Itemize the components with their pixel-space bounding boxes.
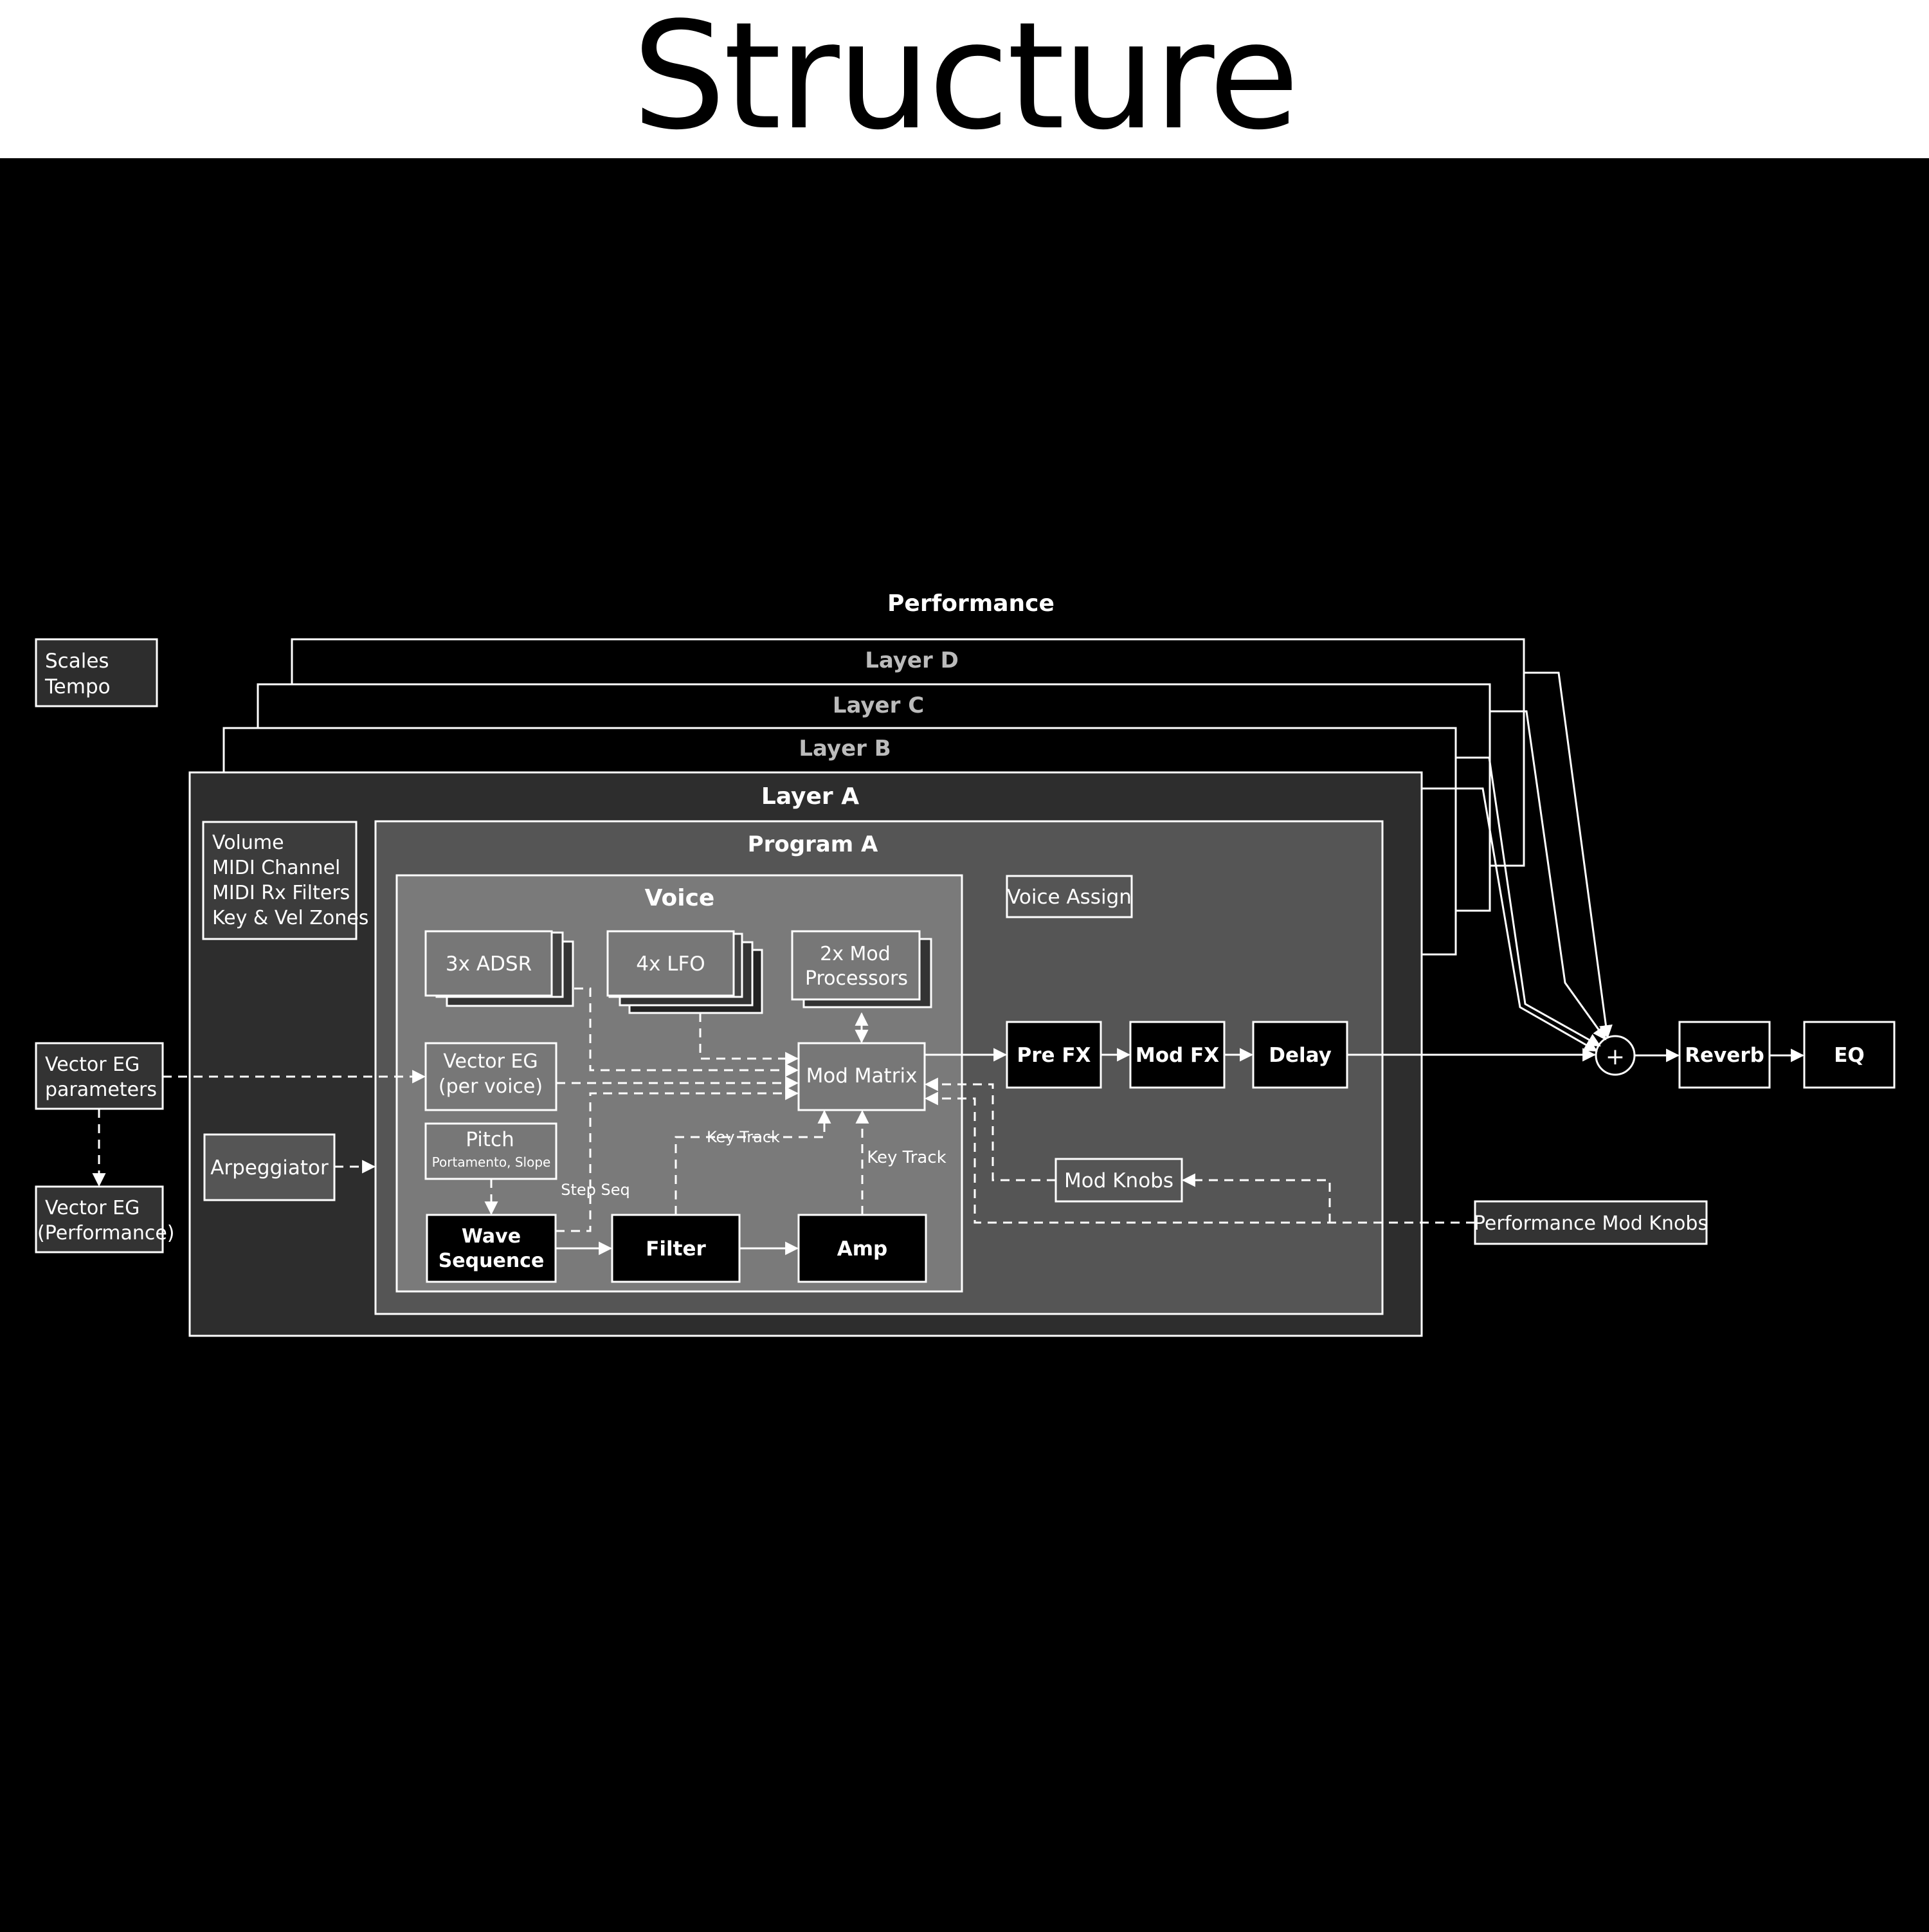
filter-label: Filter xyxy=(646,1237,706,1261)
pitch-sub-label: Portamento, Slope xyxy=(432,1154,551,1170)
line-layer-c-to-sum xyxy=(1490,710,1607,1041)
adsr-stack: 3x ADSR xyxy=(424,930,574,1007)
midi-channel-label: MIDI Channel xyxy=(212,857,340,879)
scales-label: Scales xyxy=(45,650,109,673)
arpeggiator-label: Arpeggiator xyxy=(210,1156,329,1180)
mod-processors-stack: 2x Mod Processors xyxy=(791,930,932,1008)
delay-box: Delay xyxy=(1252,1021,1348,1089)
amp-label: Amp xyxy=(837,1237,887,1261)
amp-box: Amp xyxy=(797,1214,927,1283)
pre-fx-label: Pre FX xyxy=(1017,1044,1091,1067)
vector-eg-perf-line2: (Performance) xyxy=(37,1222,175,1244)
sum-label: + xyxy=(1606,1044,1625,1070)
performance-label: Performance xyxy=(887,590,1055,617)
layer-params-box: Volume MIDI Channel MIDI Rx Filters Key … xyxy=(202,821,368,940)
tempo-label: Tempo xyxy=(44,675,111,698)
delay-label: Delay xyxy=(1269,1044,1332,1067)
vector-eg-params-line1: Vector EG xyxy=(45,1053,140,1076)
mod-processors-line1: 2x Mod xyxy=(820,943,891,965)
filter-box: Filter xyxy=(611,1214,741,1283)
vector-eg-voice-line1: Vector EG xyxy=(443,1050,538,1073)
voice-assign-box: Voice Assign xyxy=(1006,875,1133,918)
perf-mod-knobs-box: Performance Mod Knobs xyxy=(1474,1200,1708,1245)
lfo-stack: 4x LFO xyxy=(606,930,763,1014)
wave-sequence-line2: Sequence xyxy=(439,1250,545,1272)
structure-diagram: Performance Scales Tempo Layer D Layer C… xyxy=(35,590,1896,1337)
diagram-canvas: Performance Scales Tempo Layer D Layer C… xyxy=(0,158,1929,1929)
arrow-perfknobs-to-modknobs xyxy=(1181,1173,1331,1223)
line-layer-b-to-sum xyxy=(1456,756,1601,1047)
pitch-label: Pitch xyxy=(466,1128,514,1151)
pitch-box: Pitch Portamento, Slope xyxy=(424,1122,557,1180)
scales-tempo-box: Scales Tempo xyxy=(35,638,158,707)
mod-knobs-box: Mod Knobs xyxy=(1055,1158,1183,1203)
vector-eg-perf-box: Vector EG (Performance) xyxy=(35,1185,175,1253)
reverb-label: Reverb xyxy=(1685,1044,1764,1067)
voice-label: Voice xyxy=(645,885,715,911)
pre-fx-box: Pre FX xyxy=(1006,1021,1102,1089)
eq-box: EQ xyxy=(1803,1021,1896,1089)
mod-matrix-label: Mod Matrix xyxy=(806,1064,918,1088)
adsr-label: 3x ADSR xyxy=(446,952,532,976)
line-layer-a-to-sum xyxy=(1422,787,1598,1052)
page-title: Structure xyxy=(632,0,1300,163)
layer-a-label: Layer A xyxy=(761,783,859,810)
vector-eg-params-line2: parameters xyxy=(45,1079,157,1101)
sum-node: + xyxy=(1595,1035,1636,1076)
reverb-box: Reverb xyxy=(1678,1021,1771,1089)
volume-label: Volume xyxy=(212,832,284,854)
key-vel-zones-label: Key & Vel Zones xyxy=(212,907,368,929)
arrow-filter-keytrack xyxy=(675,1109,831,1215)
mod-processors-line2: Processors xyxy=(805,967,908,990)
dashed-connectors xyxy=(92,987,1475,1232)
line-layer-d-to-sum xyxy=(1524,671,1613,1039)
wave-sequence-line1: Wave xyxy=(462,1225,521,1248)
mod-knobs-label: Mod Knobs xyxy=(1064,1169,1173,1192)
step-seq-label: Step Seq xyxy=(561,1181,630,1199)
mod-fx-label: Mod FX xyxy=(1136,1044,1219,1067)
arpeggiator-box: Arpeggiator xyxy=(203,1133,336,1201)
lfo-label: 4x LFO xyxy=(636,952,705,976)
perf-mod-knobs-label: Performance Mod Knobs xyxy=(1474,1212,1708,1235)
arrow-perfknobs-to-modmatrix xyxy=(924,1091,1475,1224)
layer-c-label: Layer C xyxy=(833,693,924,718)
arrow-adsr-to-modmatrix xyxy=(574,987,799,1077)
layer-d-label: Layer D xyxy=(865,648,959,673)
vector-eg-perf-line1: Vector EG xyxy=(45,1197,140,1219)
wave-sequence-box: Wave Sequence xyxy=(426,1214,557,1283)
mod-matrix-box: Mod Matrix xyxy=(797,1042,926,1111)
arrow-modknobs-to-modmatrix xyxy=(924,1077,1056,1181)
vector-eg-voice-line2: (per voice) xyxy=(439,1075,543,1098)
key-track-label-amp: Key Track xyxy=(867,1148,946,1167)
eq-label: EQ xyxy=(1834,1044,1865,1067)
arrow-stepseq-to-modmatrix xyxy=(556,1086,799,1232)
vector-eg-voice-box: Vector EG (per voice) xyxy=(424,1042,557,1111)
layer-b-label: Layer B xyxy=(799,736,891,761)
midi-rx-filters-label: MIDI Rx Filters xyxy=(212,882,350,904)
header-bar: Structure xyxy=(0,0,1929,158)
program-a-label: Program A xyxy=(748,832,878,857)
solid-connectors xyxy=(556,671,1805,1255)
mod-fx-box: Mod FX xyxy=(1129,1021,1226,1089)
vector-eg-params-box: Vector EG parameters xyxy=(35,1042,164,1110)
arrow-lfo-to-modmatrix xyxy=(699,1013,799,1066)
voice-assign-label: Voice Assign xyxy=(1007,886,1132,909)
